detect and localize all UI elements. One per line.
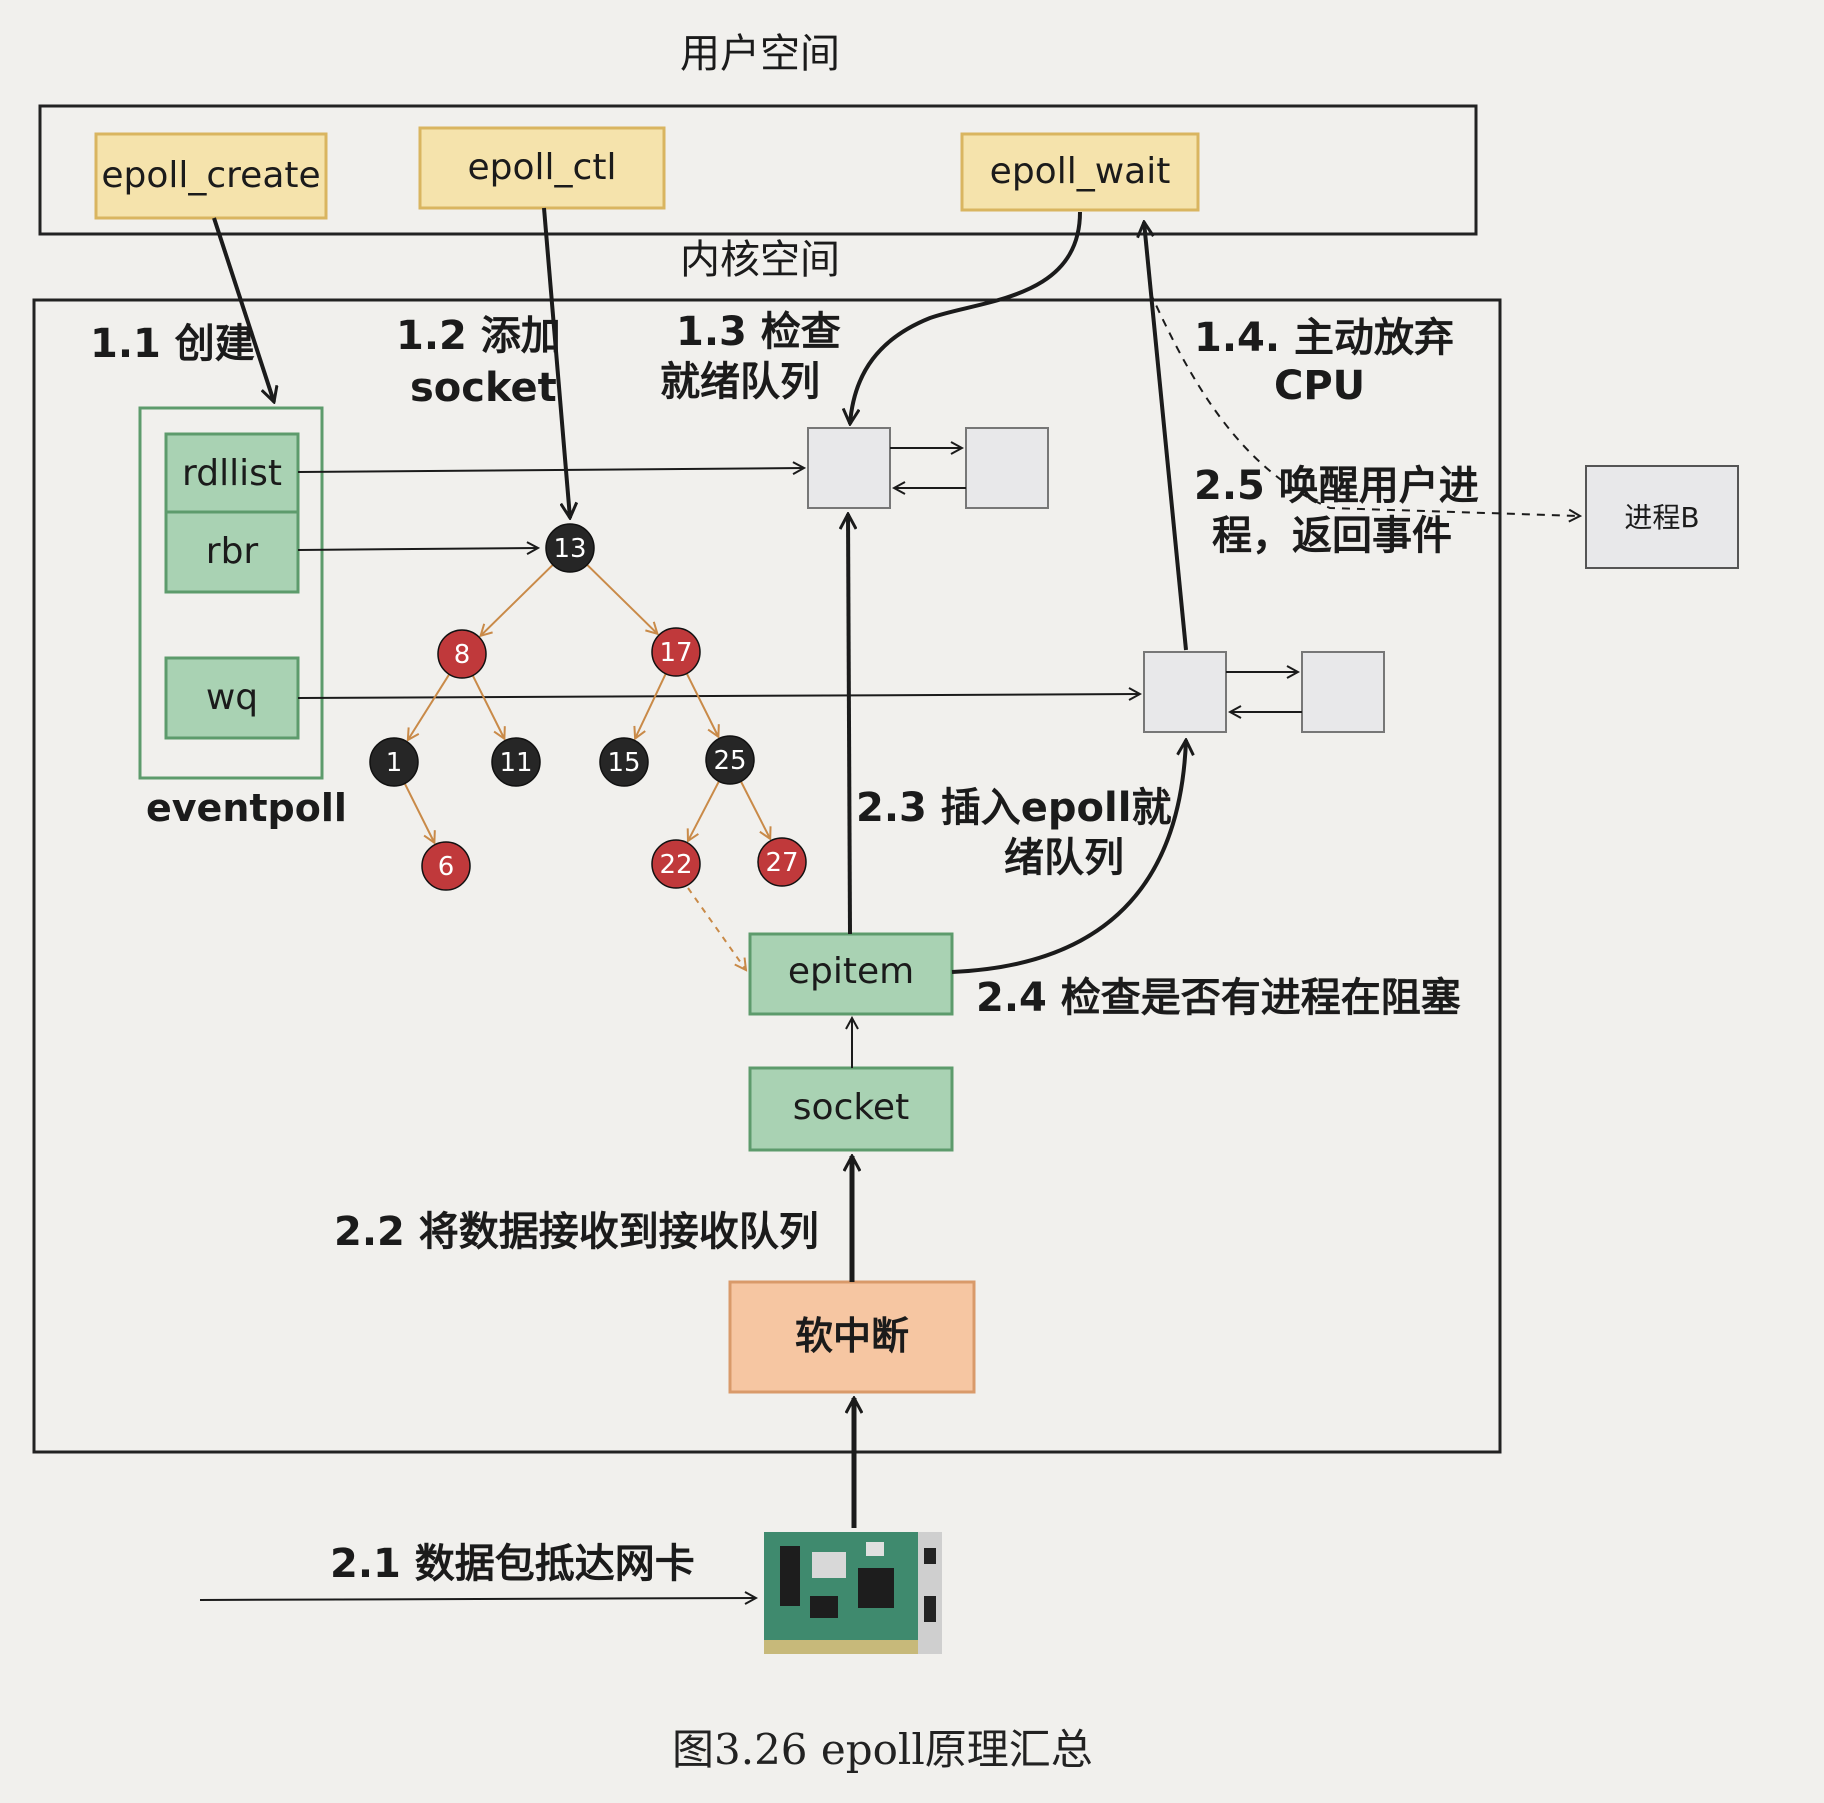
arrow-rbr-to-root xyxy=(297,548,538,550)
arrow-create-to-eventpoll xyxy=(212,217,274,402)
socket-label: socket xyxy=(792,1087,910,1128)
rbr-field-box xyxy=(164,510,300,594)
tree-node-label: 6 xyxy=(438,852,455,882)
step-1-3-label-line1: 1.3 检查 xyxy=(676,309,841,355)
tree-node-label: 25 xyxy=(713,746,746,776)
step-1-2-label-line2: socket xyxy=(410,365,557,411)
tree-node-17: 17 xyxy=(651,627,701,677)
kernel-space-label: 内核空间 xyxy=(680,237,840,283)
arrow-wq-to-waitqueue xyxy=(297,694,1140,698)
arrow-waitqueue-to-wait xyxy=(1144,222,1188,651)
tree-node-circle xyxy=(599,737,649,787)
user-space-frame xyxy=(38,104,1478,236)
tree-edge xyxy=(740,780,770,838)
tree-edge xyxy=(471,675,505,738)
step-2-2-label: 2.2 将数据接收到接收队列 xyxy=(334,1209,819,1255)
figure-caption: 图3.26 epoll原理汇总 xyxy=(672,1725,1093,1774)
arrow-epitem-to-readylist xyxy=(848,514,850,935)
tree-node-circle xyxy=(651,627,701,677)
rbr-label: rbr xyxy=(205,531,259,572)
tree-node-13: 13 xyxy=(545,523,595,573)
step-2-5-label-line1: 2.5 唤醒用户进 xyxy=(1194,463,1479,509)
tree-edge xyxy=(408,673,451,740)
ready-list-node-2 xyxy=(965,427,1049,509)
epoll-wait-box xyxy=(960,132,1200,212)
step-2-1-label: 2.1 数据包抵达网卡 xyxy=(330,1541,695,1587)
arrow-epitem-to-waitqueue xyxy=(951,740,1186,974)
tree-node-22: 22 xyxy=(651,839,701,889)
epoll-wait-label: epoll_wait xyxy=(989,151,1171,192)
tree-node-6: 6 xyxy=(421,841,471,891)
tree-node-circle xyxy=(491,737,541,787)
step-1-2-label-line1: 1.2 添加 xyxy=(396,313,561,359)
tree-node-label: 13 xyxy=(553,534,586,564)
process-b-label: 进程B xyxy=(1624,501,1700,534)
tree-node-11: 11 xyxy=(491,737,541,787)
tree-node-label: 27 xyxy=(765,848,798,878)
step-2-3-label-line1: 2.3 插入epoll就 xyxy=(856,785,1172,831)
tree-node-8: 8 xyxy=(437,629,487,679)
tree-node-label: 8 xyxy=(454,640,471,670)
epoll-create-label: epoll_create xyxy=(101,155,321,196)
tree-edge xyxy=(481,564,554,636)
step-1-4-label-line1: 1.4. 主动放弃 xyxy=(1194,315,1454,361)
tree-node-1: 1 xyxy=(369,737,419,787)
tree-node-27: 27 xyxy=(757,837,807,887)
step-2-4-label: 2.4 检查是否有进程在阻塞 xyxy=(976,975,1461,1021)
tree-node-circle xyxy=(437,629,487,679)
arrow-wait-to-readylist xyxy=(850,211,1082,424)
step-1-4-label-line2: CPU xyxy=(1274,363,1366,409)
eventpoll-container xyxy=(138,406,324,780)
dashed-link-node-to-epitem xyxy=(687,887,746,970)
socket-box xyxy=(748,1066,954,1152)
epoll-ctl-label: epoll_ctl xyxy=(467,147,617,188)
tree-node-label: 11 xyxy=(499,748,532,778)
tree-node-circle xyxy=(651,839,701,889)
tree-node-label: 17 xyxy=(659,638,692,668)
tree-edge xyxy=(635,673,667,739)
epoll-create-box xyxy=(94,132,328,220)
wq-label: wq xyxy=(205,677,259,718)
eventpoll-label: eventpoll xyxy=(146,786,347,830)
user-space-label: 用户空间 xyxy=(680,31,840,77)
tree-node-circle xyxy=(705,735,755,785)
arrow-incoming-packet xyxy=(199,1598,756,1600)
tree-node-label: 15 xyxy=(607,748,640,778)
tree-node-circle xyxy=(421,841,471,891)
epitem-box xyxy=(748,932,954,1016)
step-2-5-label-line2: 程，返回事件 xyxy=(1212,513,1452,559)
tree-node-label: 22 xyxy=(659,850,692,880)
wq-field-box xyxy=(164,656,300,740)
step-2-3-label-line2: 绪队列 xyxy=(1004,835,1124,881)
dashed-wake-line xyxy=(1149,291,1580,516)
tree-node-25: 25 xyxy=(705,735,755,785)
tree-node-circle xyxy=(757,837,807,887)
softirq-label: 软中断 xyxy=(794,1314,909,1358)
network-card-image xyxy=(764,1532,942,1654)
wait-queue-node-2 xyxy=(1301,651,1385,733)
tree-node-label: 1 xyxy=(386,748,403,778)
arrow-rdllist-to-readylist xyxy=(297,468,804,472)
kernel-space-frame xyxy=(32,298,1502,1454)
tree-node-circle xyxy=(369,737,419,787)
epitem-label: epitem xyxy=(787,951,915,992)
tree-edge xyxy=(688,780,720,841)
arrow-ctl-to-tree xyxy=(542,207,570,518)
tree-node-15: 15 xyxy=(599,737,649,787)
tree-edge xyxy=(403,783,435,842)
tree-edge xyxy=(685,673,719,736)
process-b-box xyxy=(1585,465,1739,569)
step-1-3-label-line2: 就绪队列 xyxy=(660,359,820,405)
step-1-1-label: 1.1 创建 xyxy=(90,321,255,367)
rdllist-label: rdllist xyxy=(182,453,282,494)
tree-node-circle xyxy=(545,523,595,573)
tree-edge xyxy=(586,564,657,634)
wait-queue-node-1 xyxy=(1143,651,1227,733)
ready-list-node-1 xyxy=(807,427,891,509)
epoll-ctl-box xyxy=(418,126,666,210)
